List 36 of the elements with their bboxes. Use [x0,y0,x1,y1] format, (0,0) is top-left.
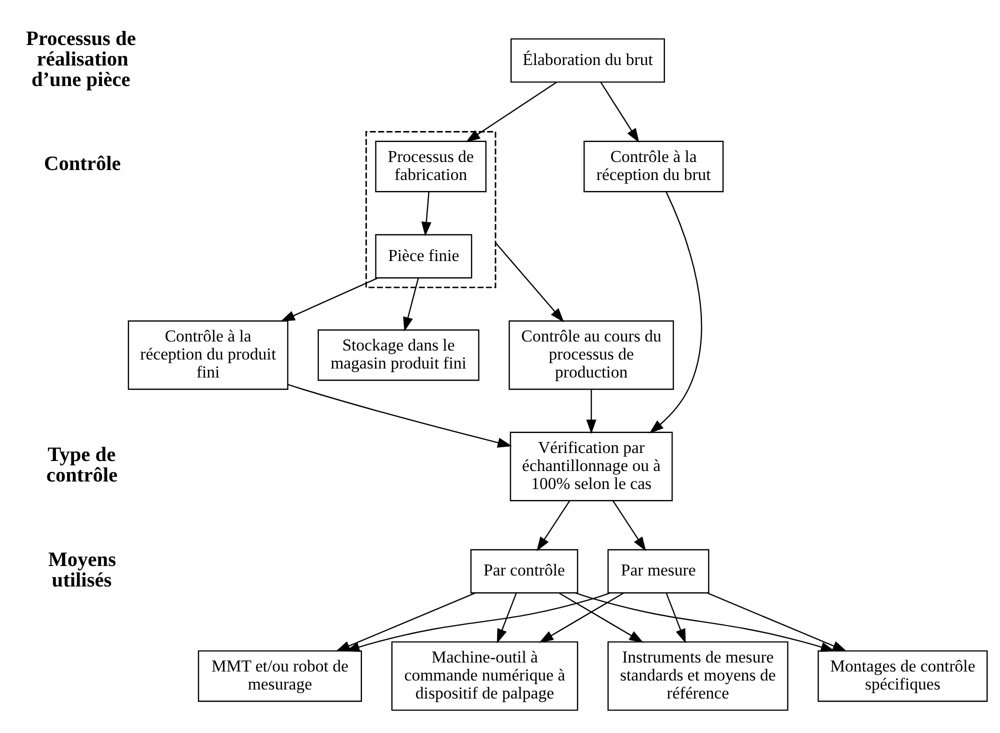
label: Contrôle [44,153,121,176]
arrow [336,592,476,652]
arrow [421,192,432,236]
label: Type de contrôle [46,444,118,487]
node-box: Pièce finie [375,234,472,278]
label: Moyens utilisés [48,549,116,592]
arrow [466,82,558,142]
arrow [707,592,848,652]
node-box: Machine-outil à commande numérique à dispositif de palpage [391,641,578,711]
arrow [539,592,624,643]
node-box: Processus de fabrication [375,140,487,192]
arrow [280,277,378,322]
node-box: Par mesure [607,549,710,594]
node-box: Contrôle au cours du processus de production [508,320,674,390]
arrow [558,592,644,643]
node-box: MMT et/ou robot de mesurage [198,650,362,702]
arrow [495,242,564,322]
label: Processus de réalisation d’une pièce [26,28,136,91]
arrow [403,278,419,332]
arrow [536,500,570,552]
arrow [666,592,686,644]
node-box: Montages de contrôle spécifiques [818,650,988,702]
arrow [649,191,702,434]
node-box: Stockage dans le magasin produit fini [318,329,480,381]
arrow [288,384,512,448]
node-box: Par contrôle [470,549,578,594]
arrow [586,390,596,434]
node-box: Contrôle à la réception du brut [584,140,724,192]
node-box: Instruments de mesure standards et moyens de référence [607,641,788,711]
node-box: Vérification par échantillonnage ou à 100% selon le cas [510,432,673,502]
arrow [496,592,517,644]
node-box: Élaboration du brut [510,38,665,83]
arrow [612,500,646,552]
node-box: Contrôle à la réception du produit fini [128,320,288,390]
arrow [574,592,836,652]
arrow [600,82,640,143]
